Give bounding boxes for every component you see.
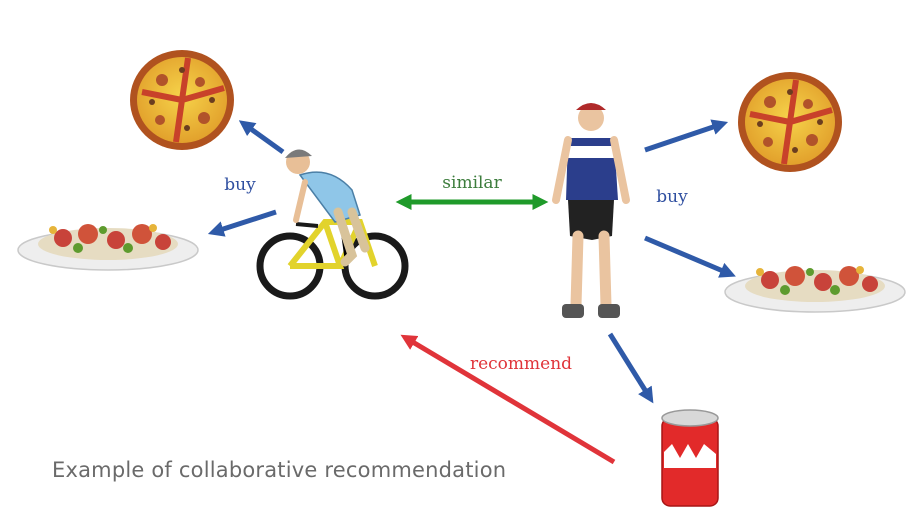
label-buy-left: buy [224, 175, 256, 195]
buy-arrow-person-soda [610, 334, 650, 398]
label-similar: similar [442, 173, 502, 193]
salad-left-icon [18, 224, 198, 270]
buy-arrow-person-pizza [645, 124, 722, 150]
buy-arrow-cyclist-salad [214, 212, 276, 232]
buy-arrow-cyclist-pizza [244, 124, 283, 152]
salad-right-icon [725, 266, 905, 312]
label-recommend: recommend [470, 354, 572, 374]
soda-can-icon [662, 410, 718, 506]
pizza-left-icon [130, 50, 234, 150]
diagram-caption: Example of collaborative recommendation [52, 458, 506, 482]
standing-user-icon [556, 103, 626, 318]
pizza-right-icon [738, 72, 842, 172]
cyclist-user-icon [260, 149, 405, 296]
label-buy-right: buy [656, 187, 688, 207]
buy-arrow-person-salad [645, 238, 730, 274]
